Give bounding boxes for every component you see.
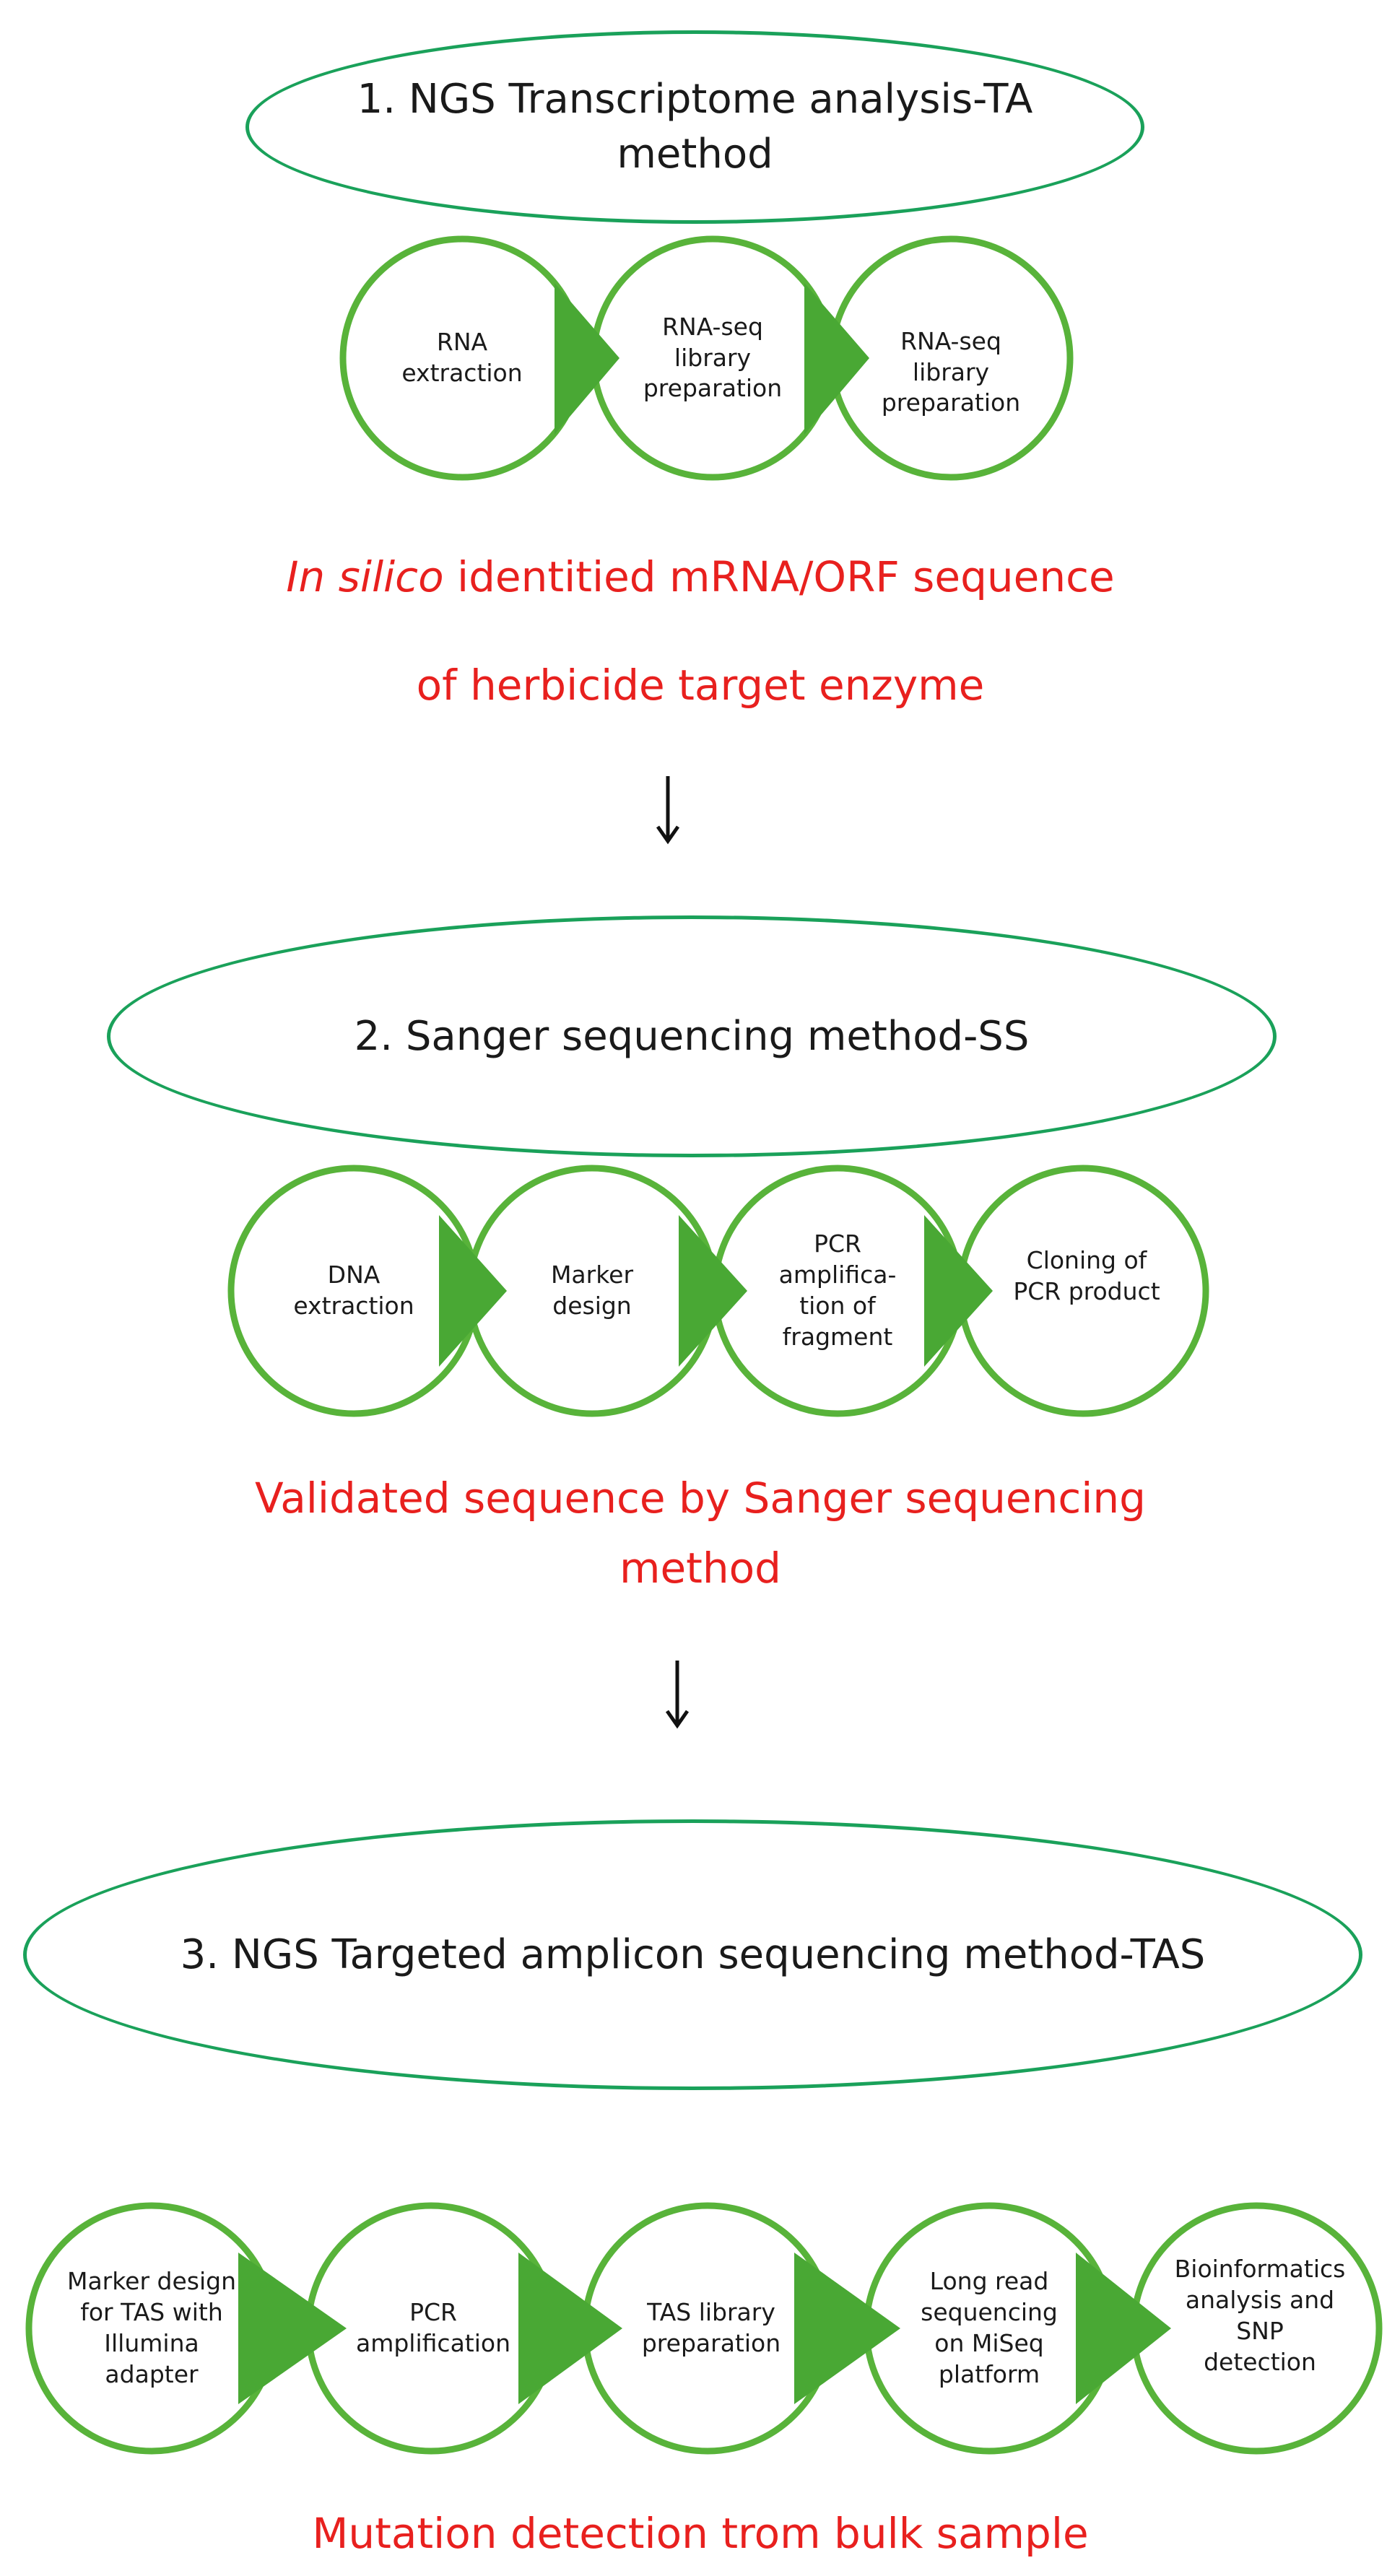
section2-step-label: PCR amplifica- tion of fragment (747, 1206, 928, 1376)
step-line: amplifica- (778, 1261, 897, 1289)
step-line: fragment (782, 1322, 893, 1351)
down-arrow-1 (656, 776, 680, 845)
step-line: analysis and (1185, 2286, 1335, 2315)
step-line: extraction (401, 359, 523, 387)
section1-result-italic: In silico (286, 552, 444, 601)
step-line: design (552, 1292, 632, 1320)
step-line: preparation (641, 2329, 781, 2357)
step-line: Cloning of (1026, 1246, 1147, 1275)
section2-step-label: DNA extraction (260, 1206, 448, 1376)
section3-step-label: TAS library preparation (617, 2243, 805, 2414)
step-line: library (912, 357, 990, 386)
section2-connector-arrow (439, 1215, 507, 1367)
section3-connector-arrow (794, 2253, 900, 2404)
section3-step-label: Long read sequencing on MiSeq platform (895, 2243, 1083, 2414)
step-line: extraction (293, 1292, 414, 1320)
section2-title-oval: 2. Sanger sequencing method-SS (107, 915, 1277, 1157)
section2-connector-arrow (679, 1215, 747, 1367)
section1-title-oval: 1. NGS Transcriptome analysis-TA method (245, 30, 1144, 224)
step-line: on MiSeq (934, 2329, 1044, 2357)
section3-connector-arrow (518, 2253, 622, 2404)
section3-title: 3. NGS Targeted amplicon sequencing meth… (180, 1931, 1206, 1978)
section3-result: Mutation detection trom bulk sample (312, 2509, 1089, 2558)
step-line: TAS library (647, 2298, 775, 2327)
step-line: PCR product (1013, 1277, 1160, 1305)
step-line: adapter (105, 2359, 199, 2388)
down-arrow-2 (665, 1661, 690, 1729)
section3-connector-arrow (1076, 2253, 1171, 2404)
step-line: for TAS with (80, 2298, 223, 2327)
section2-result-line2: method (619, 1544, 781, 1593)
section1-result-line1: In silico identitied mRNA/ORF sequence (116, 556, 1285, 598)
step-line: PCR (814, 1230, 861, 1258)
section2-result-line1: Validated sequence by Sanger sequencing (255, 1474, 1146, 1523)
section3-step-label: Bioinformatics analysis and SNP detectio… (1155, 2231, 1365, 2401)
step-line: preparation (643, 374, 783, 403)
section3-step-label: PCR amplification (339, 2243, 527, 2414)
section2-step-label: Cloning of PCR product (989, 1191, 1184, 1362)
step-line: amplification (355, 2329, 511, 2357)
section1-step-label: RNA-seq library preparation (622, 274, 803, 442)
section1-step-label: RNA-seq library preparation (861, 289, 1041, 456)
section3-connector-arrow (238, 2253, 347, 2404)
step-line: RNA (436, 328, 488, 357)
step-line: DNA (327, 1261, 381, 1289)
step-line: PCR (409, 2298, 457, 2327)
section1-title-line2: method (617, 131, 773, 178)
step-line: RNA-seq (662, 312, 763, 341)
step-line: Illumina (104, 2329, 199, 2357)
section2-connector-arrow (924, 1215, 993, 1367)
section2-title: 2. Sanger sequencing method-SS (354, 1012, 1030, 1060)
step-line: Marker design (66, 2267, 237, 2296)
step-line: SNP (1236, 2317, 1284, 2345)
section1-connector-arrow (555, 283, 619, 435)
step-line: tion of (799, 1292, 876, 1320)
step-line: detection (1204, 2347, 1316, 2376)
step-line: Bioinformatics (1174, 2255, 1346, 2284)
section1-result-line2: of herbicide target enzyme (416, 661, 985, 710)
step-line: platform (938, 2359, 1040, 2388)
step-line: preparation (881, 388, 1021, 417)
step-line: RNA-seq (900, 326, 1001, 355)
step-line: sequencing (921, 2298, 1058, 2327)
section1-connector-arrow (804, 283, 869, 435)
section2-step-label: Marker design (505, 1206, 679, 1376)
section1-result-rest: identitied mRNA/ORF sequence (443, 552, 1115, 601)
step-line: Long read (929, 2267, 1049, 2296)
section1-step-label: RNA extraction (365, 274, 560, 442)
step-line: Marker (550, 1261, 634, 1289)
step-line: library (674, 343, 752, 372)
section1-title-line1: 1. NGS Transcriptome analysis-TA (357, 76, 1033, 123)
section3-title-oval: 3. NGS Targeted amplicon sequencing meth… (23, 1819, 1362, 2090)
section3-step-label: Marker design for TAS with Illumina adap… (51, 2243, 253, 2414)
